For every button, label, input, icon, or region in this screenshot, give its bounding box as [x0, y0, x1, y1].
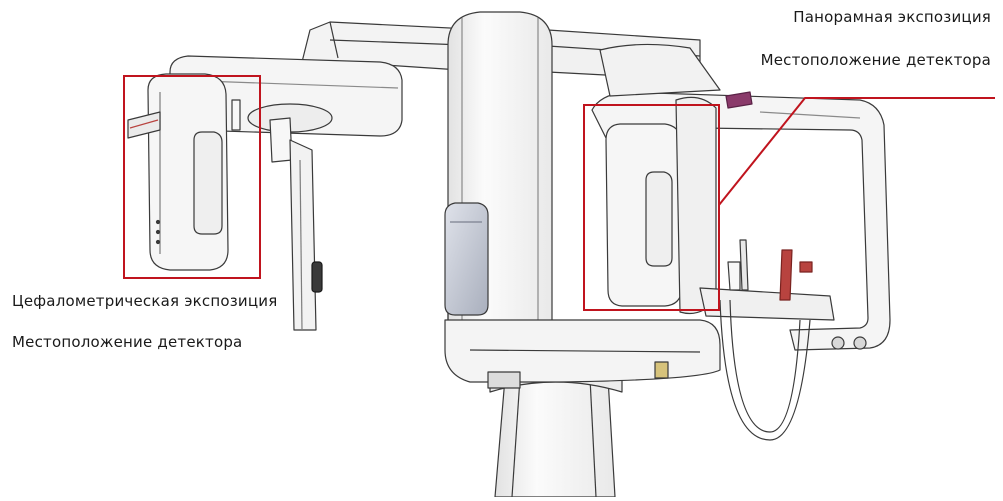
column-window — [444, 202, 489, 316]
pano-detector-label: Местоположение детектора — [760, 51, 991, 69]
pano-title-label: Панорамная экспозиция — [793, 8, 991, 26]
pano-rotation-arm — [591, 43, 891, 351]
pano-leader-line — [718, 97, 995, 206]
pano-detector — [605, 96, 717, 315]
pano-detector-highlight — [583, 104, 720, 311]
ceph-ear-rods — [231, 99, 323, 331]
ceph-detector-label: Местоположение детектора — [12, 333, 243, 351]
ceph-detector-highlight — [123, 75, 261, 279]
highlight-frames — [123, 75, 995, 311]
ceph-detector — [127, 73, 229, 271]
base-pillar — [489, 369, 623, 498]
ceph-title-label: Цефалометрическая экспозиция — [12, 292, 278, 310]
chin-rest — [699, 239, 835, 441]
column-carriage — [444, 319, 721, 389]
